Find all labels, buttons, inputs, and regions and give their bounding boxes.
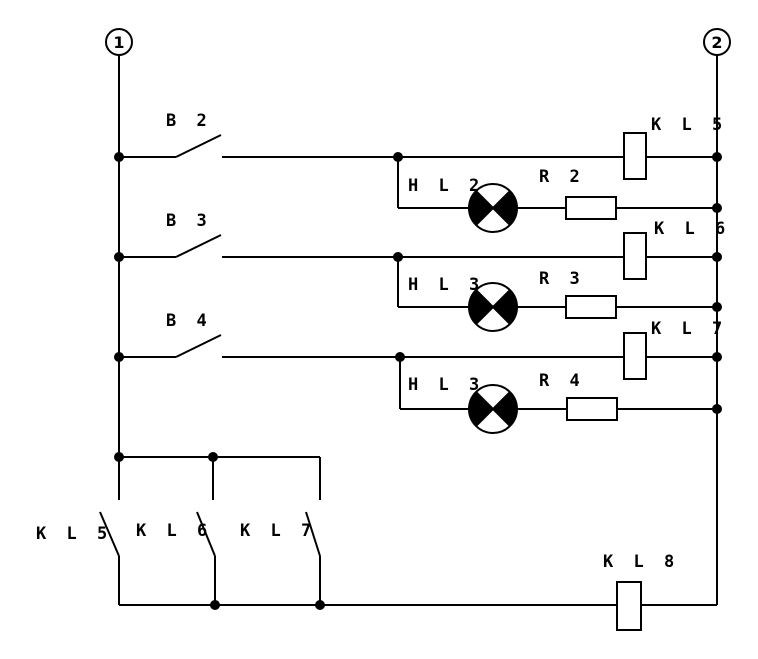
resistor-r4 bbox=[566, 397, 618, 421]
terminal-node-2: 2 bbox=[703, 28, 731, 56]
switch-label-b4: B 4 bbox=[166, 311, 212, 331]
switch-b4-blade bbox=[175, 334, 222, 358]
resistor-label-r4: R 4 bbox=[539, 371, 585, 391]
coil-kl7 bbox=[623, 332, 647, 380]
resistor-r3 bbox=[565, 295, 617, 319]
resistor-r2 bbox=[565, 196, 617, 220]
lamp-hl2 bbox=[468, 183, 518, 233]
contact-network: K L 5 K L 6 K L 7 K L 8 bbox=[36, 456, 717, 631]
switch-label-b2: B 2 bbox=[166, 111, 212, 131]
coil-label-kl5: K L 5 bbox=[651, 115, 727, 135]
junction-dots bbox=[114, 152, 722, 610]
svg-text:2: 2 bbox=[711, 33, 722, 52]
contact-label-kl6: K L 6 bbox=[136, 521, 212, 541]
coil-kl8 bbox=[616, 581, 642, 631]
lamp-label-hl2: H L 2 bbox=[408, 176, 484, 196]
contact-label-kl5: K L 5 bbox=[36, 524, 112, 544]
coil-label-kl8: K L 8 bbox=[603, 552, 679, 572]
coil-label-kl7: K L 7 bbox=[651, 319, 727, 339]
svg-text:1: 1 bbox=[113, 33, 124, 52]
contact-kl5-blade bbox=[99, 511, 120, 557]
lamp-label-hl3-a: H L 3 bbox=[408, 275, 484, 295]
switch-b2-blade bbox=[175, 134, 222, 158]
switch-label-b3: B 3 bbox=[166, 211, 212, 231]
resistor-label-r2: R 2 bbox=[539, 167, 585, 187]
lamp-label-hl3-b: H L 3 bbox=[408, 375, 484, 395]
rung-1: B 2 K L 5 H L 2 R 2 bbox=[119, 111, 727, 233]
coil-label-kl6: K L 6 bbox=[654, 219, 730, 239]
contact-kl6-blade bbox=[196, 511, 216, 557]
switch-b3-blade bbox=[175, 234, 222, 258]
contact-kl7-blade bbox=[305, 511, 321, 557]
coil-kl5 bbox=[623, 132, 647, 180]
terminal-node-1: 1 bbox=[105, 28, 133, 56]
lamp-hl3-b bbox=[468, 384, 518, 434]
contact-label-kl7: K L 7 bbox=[240, 521, 316, 541]
lamp-hl3-a bbox=[468, 282, 518, 332]
rung-3: B 4 K L 7 H L 3 R 4 bbox=[119, 311, 727, 434]
coil-kl6 bbox=[623, 232, 647, 280]
resistor-label-r3: R 3 bbox=[539, 269, 585, 289]
rung-2: B 3 K L 6 H L 3 R 3 bbox=[119, 211, 730, 332]
